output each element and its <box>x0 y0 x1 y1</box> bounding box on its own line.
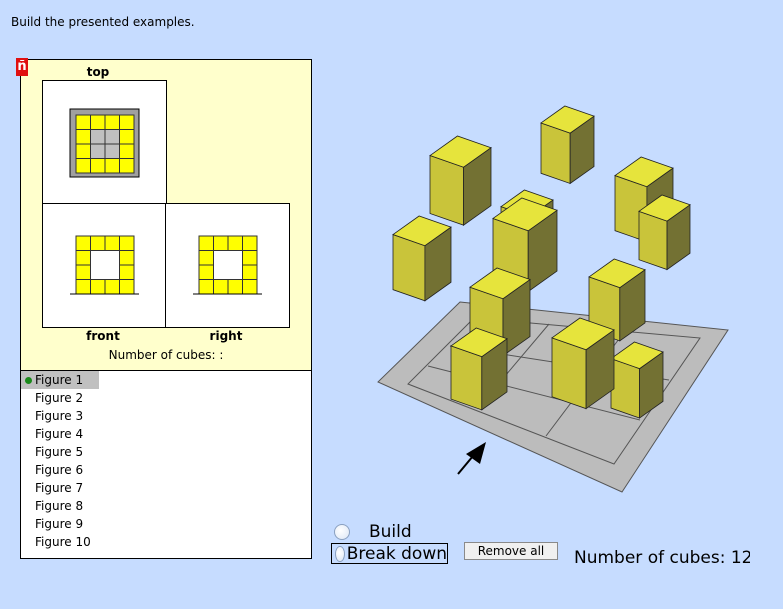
cube[interactable] <box>638 194 691 271</box>
build-option[interactable]: Build <box>330 522 412 542</box>
top-view-label: top <box>86 65 110 79</box>
figure-item-label: Figure 7 <box>35 481 84 495</box>
view-cell <box>227 235 243 251</box>
cube[interactable] <box>429 135 492 226</box>
view-cell <box>242 279 258 295</box>
view-cell <box>119 129 135 145</box>
front-view-label: front <box>86 329 120 343</box>
view-cell <box>242 250 258 266</box>
right-view <box>165 203 290 328</box>
view-cell <box>75 129 91 145</box>
scene-cube-count: Number of cubes: 12 <box>574 548 750 568</box>
view-cell <box>90 279 106 295</box>
view-cell <box>90 235 106 251</box>
view-cell <box>119 264 135 280</box>
view-cell <box>104 129 120 145</box>
figure-item-label: Figure 6 <box>35 463 84 477</box>
figure-item-label: Figure 9 <box>35 517 84 531</box>
view-cell <box>90 114 106 130</box>
remove-all-button[interactable]: Remove all <box>464 542 558 560</box>
figure-item[interactable]: Figure 4 <box>21 425 99 443</box>
cube[interactable] <box>540 105 595 185</box>
cube[interactable] <box>551 317 615 410</box>
selected-dot-icon <box>25 377 32 384</box>
view-cell <box>119 235 135 251</box>
figure-item-label: Figure 2 <box>35 391 84 405</box>
figure-item-label: Figure 8 <box>35 499 84 513</box>
view-cell <box>213 279 229 295</box>
rotate-arrow-icon[interactable] <box>457 442 486 475</box>
figure-item[interactable]: Figure 9 <box>21 515 99 533</box>
front-view <box>42 203 167 328</box>
view-cell <box>104 279 120 295</box>
figure-item[interactable]: Figure 10 <box>21 533 99 551</box>
build-radio[interactable] <box>334 524 350 540</box>
figure-item-label: Figure 4 <box>35 427 84 441</box>
view-cell <box>90 158 106 174</box>
view-cell <box>119 143 135 159</box>
figure-item[interactable]: Figure 6 <box>21 461 99 479</box>
view-cell <box>75 279 91 295</box>
break-down-option[interactable]: Break down <box>331 543 448 564</box>
instruction-text: Build the presented examples. <box>11 15 195 29</box>
cube[interactable] <box>392 215 452 302</box>
cube[interactable] <box>492 197 558 293</box>
figure-item[interactable]: Figure 8 <box>21 497 99 515</box>
view-cell <box>198 279 214 295</box>
view-cell <box>198 250 214 266</box>
view-cell <box>198 264 214 280</box>
view-cell <box>75 143 91 159</box>
view-cell <box>75 158 91 174</box>
view-cell <box>119 250 135 266</box>
view-cell <box>227 279 243 295</box>
figure-item[interactable]: Figure 5 <box>21 443 99 461</box>
view-cell <box>119 279 135 295</box>
view-cell <box>213 235 229 251</box>
cube[interactable] <box>610 341 664 419</box>
top-view-grid <box>69 108 140 178</box>
right-view-label: right <box>209 329 243 343</box>
view-cell <box>90 129 106 145</box>
figure-item-label: Figure 5 <box>35 445 84 459</box>
cube[interactable] <box>450 327 508 411</box>
panel-cube-count: Number of cubes: : <box>108 348 224 362</box>
view-cell <box>104 114 120 130</box>
view-cell <box>104 158 120 174</box>
view-cell <box>75 235 91 251</box>
view-cell <box>75 264 91 280</box>
view-cell <box>104 143 120 159</box>
figure-item-label: Figure 10 <box>35 535 91 549</box>
view-cell <box>242 235 258 251</box>
view-cell <box>242 264 258 280</box>
views-panel: ñ top front right Number of cubes: : <box>16 58 312 372</box>
figure-item[interactable]: Figure 1 <box>21 371 99 389</box>
view-cell <box>75 250 91 266</box>
figure-item[interactable]: Figure 2 <box>21 389 99 407</box>
figure-item-label: Figure 1 <box>35 373 84 387</box>
figure-list[interactable]: Figure 1 Figure 2 Figure 3 Figure 4 Figure 5… <box>20 370 312 559</box>
controls: Build Break down Remove all Number of cu… <box>330 518 780 598</box>
applet-icon: ñ <box>16 58 28 76</box>
figure-item[interactable]: Figure 7 <box>21 479 99 497</box>
3d-scene[interactable] <box>330 90 770 510</box>
view-cell <box>198 235 214 251</box>
view-cell <box>119 158 135 174</box>
build-label: Build <box>369 522 412 542</box>
figure-item-label: Figure 3 <box>35 409 84 423</box>
view-cell <box>75 114 91 130</box>
break-down-radio[interactable] <box>335 545 345 562</box>
right-view-grid <box>193 235 262 295</box>
break-down-label: Break down <box>346 543 447 564</box>
view-cell <box>119 114 135 130</box>
view-cell <box>104 235 120 251</box>
top-view <box>42 80 167 205</box>
front-view-grid <box>70 235 139 295</box>
view-cell <box>90 143 106 159</box>
figure-item[interactable]: Figure 3 <box>21 407 99 425</box>
